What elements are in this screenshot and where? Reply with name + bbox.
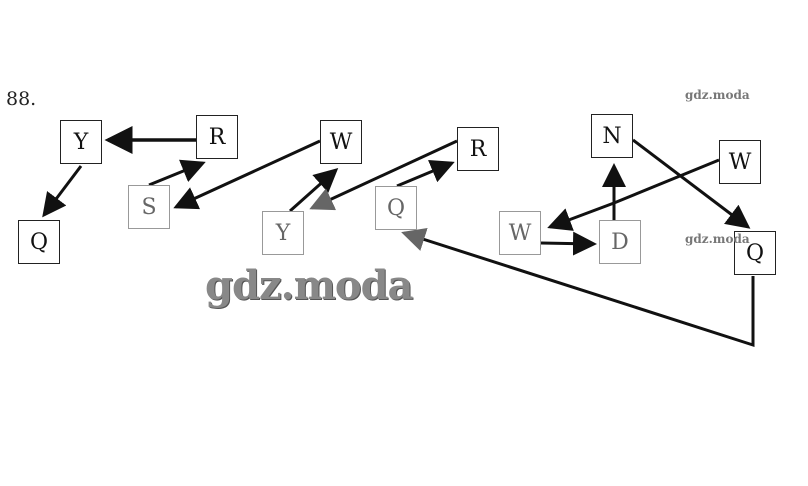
node-q2: Q [375,186,417,230]
edge-w2-d [540,231,597,256]
node-n: N [591,114,633,158]
edge-w1-s [173,139,321,210]
edge-n-q3 [632,138,751,229]
node-y1: Y [60,120,102,164]
node-r1: R [196,115,238,159]
node-d: D [599,220,641,264]
node-w1: W [320,120,362,164]
node-q1: Q [18,220,60,264]
watermark-big: gdz.moda [205,262,413,309]
watermark-middle: gdz.moda [685,232,750,246]
watermark-top: gdz.moda [685,88,750,102]
node-y2: Y [262,211,304,255]
edge-r2-y2 [309,139,458,211]
node-s: S [128,185,170,229]
node-w2: W [499,211,541,255]
edge-y1-q1 [42,165,83,218]
edge-w3-w2 [547,158,720,231]
node-q3: Q [734,231,776,275]
edge-q3-q2 [401,227,755,348]
node-r2: R [457,127,499,171]
edge-y2-w1 [289,168,339,213]
node-w3: W [719,140,761,184]
problem-number: 88. [6,88,37,110]
edge-s-r1 [148,159,206,187]
edge-q2-r2 [396,160,455,188]
